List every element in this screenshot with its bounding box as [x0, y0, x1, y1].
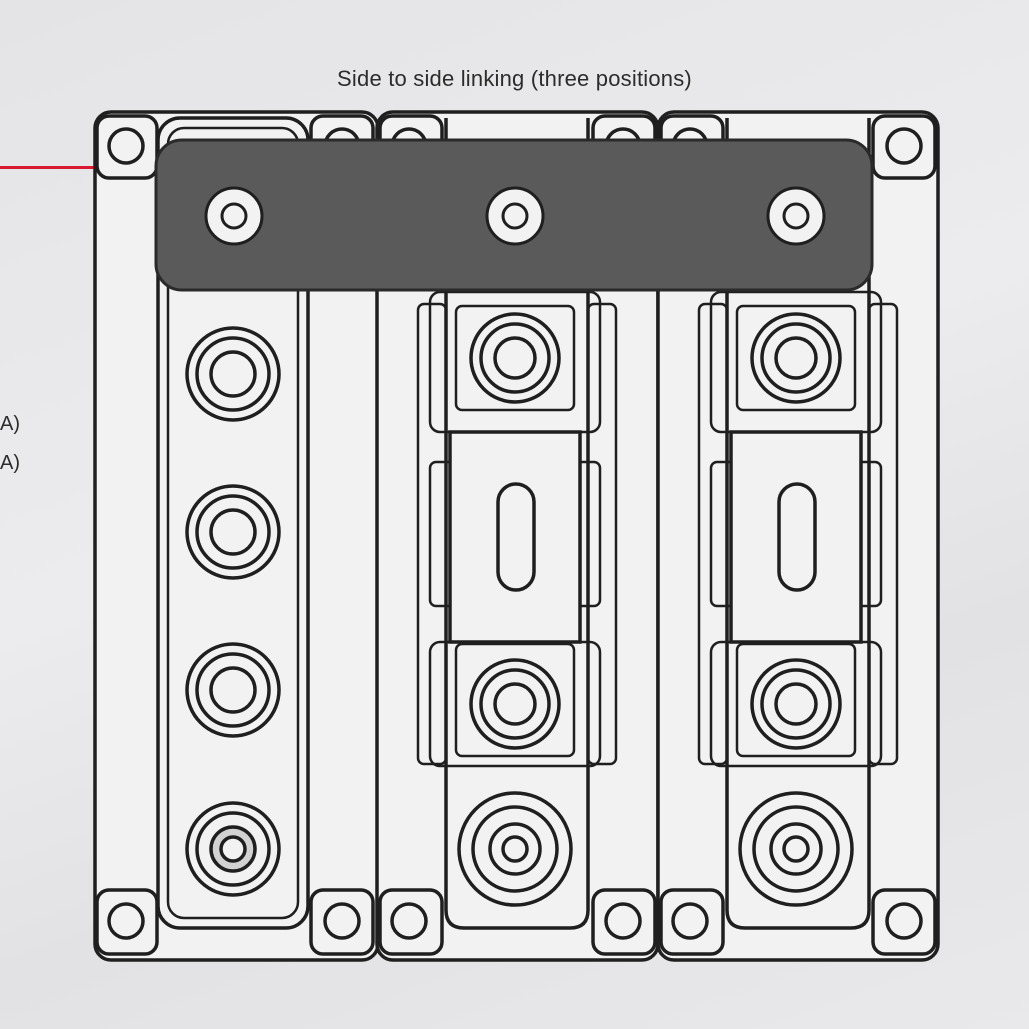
stud-icon [469, 658, 561, 750]
stud-icon [185, 484, 281, 580]
link-bar-bolt-icon [204, 186, 264, 246]
fuse-holder-module-1 [375, 110, 660, 962]
fuse-slot-icon [496, 482, 536, 592]
stud-icon [185, 642, 281, 738]
mounting-hole-icon [659, 888, 725, 956]
cut-off-label-1: A) [0, 413, 20, 435]
accent-line [0, 166, 97, 169]
fuse-holder-module-2 [656, 110, 940, 962]
mounting-hole-icon [871, 114, 937, 180]
link-bar [154, 138, 874, 292]
stud-icon [185, 801, 281, 897]
mounting-hole-icon [871, 888, 937, 956]
mounting-hole-icon [309, 888, 375, 956]
link-bar-bolt-icon [485, 186, 545, 246]
mounting-hole-icon [378, 888, 444, 956]
mounting-hole-icon [95, 888, 159, 956]
stud-icon [750, 312, 842, 404]
stud-icon [457, 791, 573, 907]
stud-icon [750, 658, 842, 750]
mounting-hole-icon [95, 114, 159, 180]
cut-off-label-2: A) [0, 452, 20, 474]
stud-icon [469, 312, 561, 404]
fuse-slot-icon [777, 482, 817, 592]
mounting-hole-icon [591, 888, 657, 956]
link-bar-bolt-icon [766, 186, 826, 246]
stud-icon [738, 791, 854, 907]
stud-icon [185, 326, 281, 422]
diagram-title: Side to side linking (three positions) [337, 66, 692, 91]
